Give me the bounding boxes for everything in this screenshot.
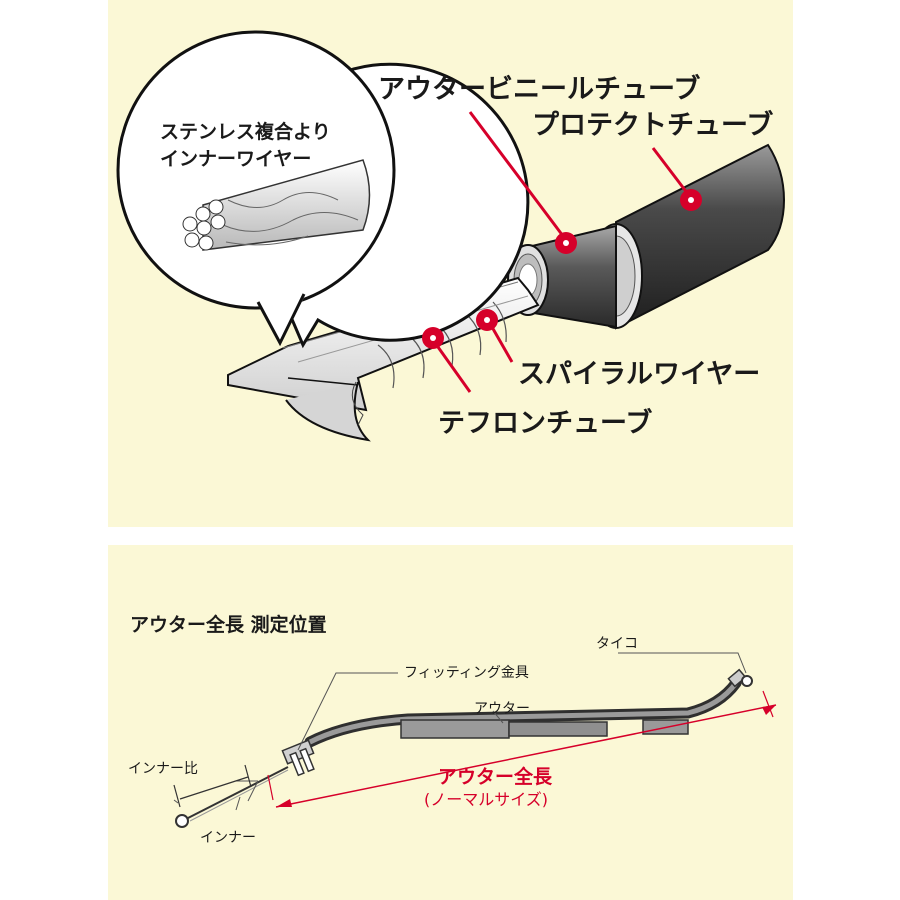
label-outer-vinyl-tube: アウタービニールチューブ <box>378 73 700 105</box>
label-protect-tube: プロテクトチューブ <box>532 109 773 141</box>
label-outer: アウター <box>474 701 530 717</box>
callout-label-line2: インナーワイヤー <box>160 148 311 170</box>
cable-structure-panel: ステンレス複合より インナーワイヤー アウタービニールチューブ プロテクトチュー… <box>108 0 793 527</box>
label-outer-length: アウター全長 <box>438 765 553 788</box>
pointer-lines <box>173 652 747 811</box>
label-teflon-tube: テフロンチューブ <box>438 407 652 439</box>
protect-tube <box>589 143 786 330</box>
inner-wire-callout: ステンレス複合より インナーワイヤー <box>116 30 530 349</box>
label-inner-ratio: インナー比 <box>128 761 198 777</box>
measurement-diagram: アウター全長 測定位置 <box>128 613 777 846</box>
label-spiral-wire: スパイラルワイヤー <box>518 359 760 390</box>
measurement-panel: アウター全長 測定位置 <box>108 545 793 900</box>
leader-lines <box>422 111 702 393</box>
wire-strand-bundle <box>182 159 371 251</box>
label-normal-size: (ノーマルサイズ) <box>424 790 548 809</box>
outer-length-dimension <box>267 690 777 808</box>
inner-ratio-dimension <box>173 764 252 808</box>
label-taiko: タイコ <box>596 636 638 652</box>
fitting-hardware <box>281 739 315 777</box>
label-fitting: フィッティング金具 <box>404 665 529 681</box>
inner-wire-end <box>175 766 289 828</box>
callout-label-line1: ステンレス複合より <box>160 120 331 143</box>
cable-structure-diagram: ステンレス複合より インナーワイヤー アウタービニールチューブ プロテクトチュー… <box>116 30 786 442</box>
label-inner: インナー <box>200 830 256 846</box>
taiko-end <box>727 668 753 688</box>
measurement-title: アウター全長 測定位置 <box>130 613 327 636</box>
